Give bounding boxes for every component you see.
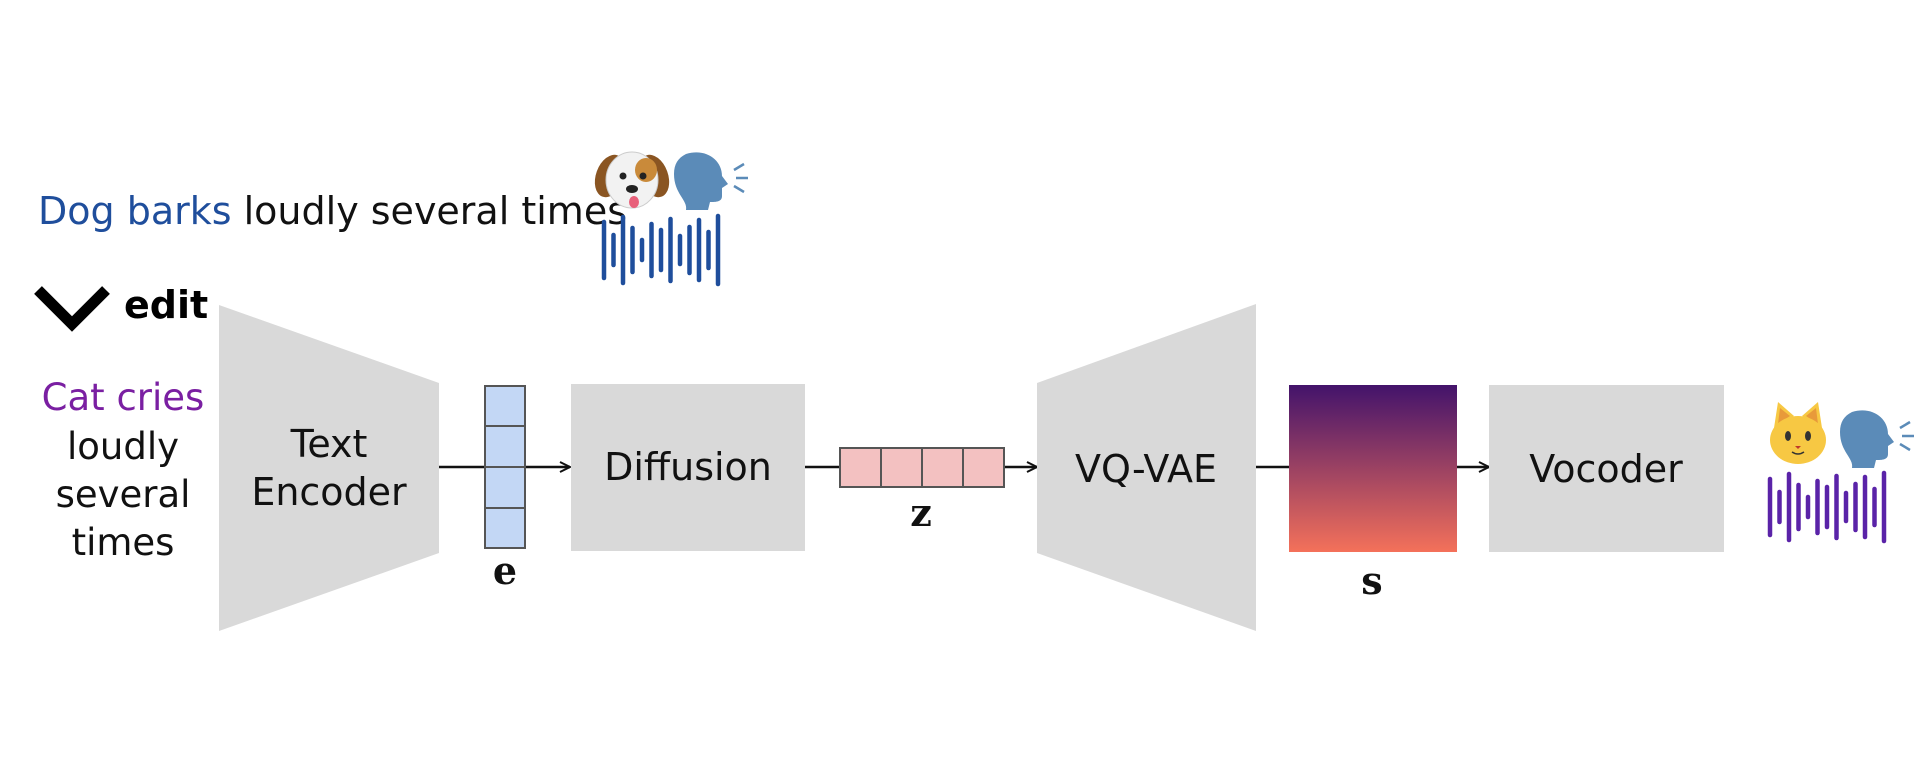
diffusion-label: Diffusion bbox=[604, 445, 772, 489]
cat-face-icon bbox=[1770, 402, 1826, 464]
text-encoder-block bbox=[219, 305, 439, 631]
target-prompt: Cat cries loudly several times bbox=[42, 376, 205, 564]
target-prompt-highlight: Cat cries bbox=[42, 376, 205, 419]
vocoder-block bbox=[1489, 385, 1724, 552]
source-prompt-highlight: Dog barks bbox=[38, 189, 232, 233]
speaking-head-icon bbox=[674, 152, 748, 210]
spectrogram-symbol: s bbox=[1361, 558, 1382, 603]
embedding-vector bbox=[484, 385, 526, 549]
dog-face-icon bbox=[594, 151, 670, 209]
diffusion-block bbox=[571, 384, 805, 551]
target-prompt-line: times bbox=[72, 521, 175, 564]
text-encoder-label: Text bbox=[290, 422, 368, 466]
source-prompt: Dog barks loudly several times bbox=[38, 189, 627, 233]
embedding-symbol: e bbox=[493, 548, 517, 593]
vocoder-label: Vocoder bbox=[1529, 447, 1683, 491]
target-waveform bbox=[1767, 470, 1887, 544]
target-prompt-line: loudly bbox=[67, 425, 179, 468]
edit-arrow-icon bbox=[34, 286, 110, 332]
target-prompt-line: several bbox=[56, 473, 191, 516]
latent-symbol: z bbox=[910, 490, 932, 535]
vqvae-block bbox=[1037, 304, 1256, 631]
text-encoder-label: Encoder bbox=[251, 470, 407, 514]
latent-vector bbox=[839, 447, 1005, 488]
source-prompt-rest: loudly several times bbox=[232, 189, 627, 233]
source-waveform bbox=[601, 213, 721, 287]
spectrogram bbox=[1289, 385, 1457, 552]
speaking-head-icon bbox=[1840, 410, 1914, 468]
vqvae-label: VQ-VAE bbox=[1075, 447, 1217, 491]
edit-label: edit bbox=[124, 283, 208, 327]
